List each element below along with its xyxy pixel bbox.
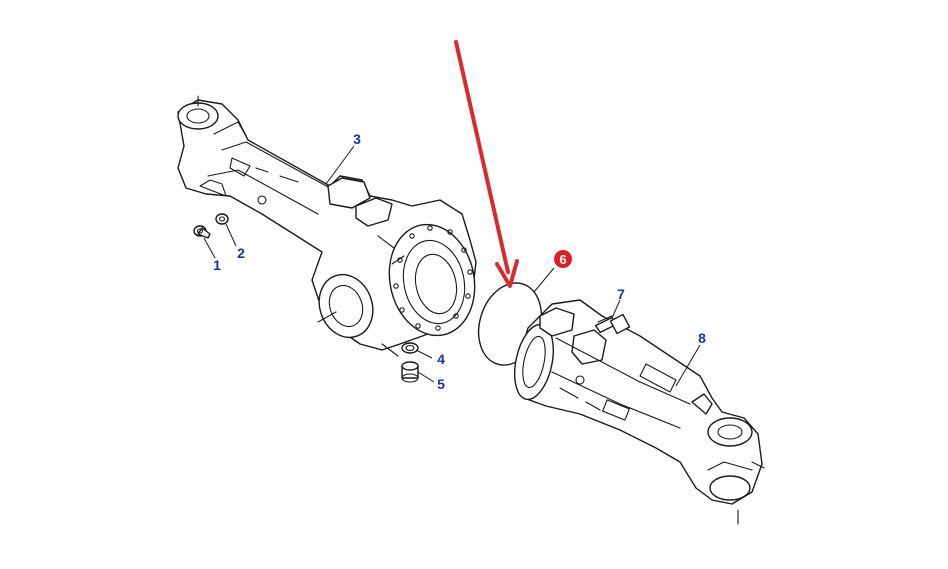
callout-7: 7 — [617, 286, 625, 302]
plug-part-5 — [401, 361, 419, 383]
bolt-part-7 — [594, 313, 631, 335]
callout-2: 2 — [237, 245, 245, 261]
callout-6: 6 — [559, 252, 566, 267]
washer-part-2 — [215, 213, 229, 225]
red-arrow-icon — [454, 40, 519, 288]
callout-3: 3 — [353, 131, 361, 147]
leader-lines — [203, 145, 701, 387]
left-axle-housing — [177, 95, 477, 357]
washer-part-4 — [401, 342, 419, 354]
bolt-part-1 — [193, 225, 211, 239]
callout-5: 5 — [437, 376, 445, 392]
callout-4: 4 — [437, 351, 445, 367]
right-axle-housing — [514, 299, 765, 525]
red-circle-badge-icon: 6 — [554, 250, 572, 268]
callout-8: 8 — [698, 330, 706, 346]
callout-1: 1 — [213, 257, 221, 273]
